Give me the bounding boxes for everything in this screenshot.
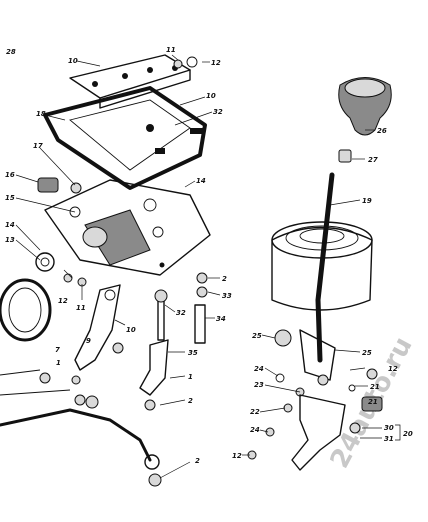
link-arm (139, 339, 169, 411)
gearbox-housing (44, 179, 211, 276)
callout-label: 25 (362, 349, 372, 357)
left-small-parts (35, 177, 87, 287)
callout-label: 18 (36, 110, 46, 118)
callout-label: 21 (368, 398, 378, 406)
callout-label: 19 (362, 197, 372, 205)
cover-bracket (69, 54, 191, 109)
callout-label: 35 (188, 349, 198, 357)
shift-lever-arm (74, 284, 124, 371)
callout-label: 10 (206, 92, 216, 100)
callout-label: 10 (126, 326, 136, 334)
callout-label: 20 (403, 430, 413, 438)
callout-label: 11 (166, 46, 176, 54)
callout-label: 2 (195, 457, 200, 465)
callout-label: 28 (6, 48, 16, 56)
callout-label: 14 (5, 221, 15, 229)
callout-label: 33 (222, 292, 232, 300)
callout-label: 32 (176, 309, 186, 317)
callout-label: 26 (377, 127, 387, 135)
callout-label: 31 (384, 435, 394, 443)
callout-label: 15 (5, 194, 15, 202)
callout-label: 9 (86, 337, 91, 345)
pivot-bolt (154, 272, 208, 344)
lever-boot (271, 221, 373, 311)
callout-label: 17 (33, 142, 43, 150)
callout-label: 21 (370, 383, 380, 391)
cover-gasket (43, 86, 207, 190)
callout-label: 12 (58, 297, 68, 305)
leader-lines (15, 54, 401, 479)
gear-knob (338, 77, 392, 163)
callout-label: 10 (68, 57, 78, 65)
callout-label: 13 (5, 236, 15, 244)
seal-ring (0, 278, 52, 342)
callout-label: 30 (384, 424, 394, 432)
callout-label: 25 (252, 332, 262, 340)
callout-label: 22 (250, 408, 260, 416)
callout-label: 1 (188, 373, 193, 381)
callout-label: 7 (55, 346, 60, 354)
callout-label: 27 (368, 156, 378, 164)
nut-washer-top (173, 56, 198, 69)
callout-label: 2 (188, 397, 193, 405)
callout-label: 24 (254, 365, 264, 373)
callout-label: 12 (388, 365, 398, 373)
callout-labels: 28 10 11 12 10 18 32 17 16 15 14 13 14 1… (5, 46, 413, 465)
callout-label: 16 (5, 171, 15, 179)
callout-label: 24 (250, 426, 260, 434)
callout-label: 2 (222, 275, 227, 283)
callout-label: 1 (56, 359, 61, 367)
callout-label: 34 (216, 315, 226, 323)
callout-label: 32 (213, 108, 223, 116)
gear-lever-rod (315, 172, 335, 363)
callout-label: 11 (76, 304, 86, 312)
callout-label: 14 (196, 177, 206, 185)
callout-label: 12 (232, 452, 242, 460)
callout-label: 12 (211, 59, 221, 67)
control-rod (0, 369, 162, 487)
callout-label: 23 (254, 381, 264, 389)
